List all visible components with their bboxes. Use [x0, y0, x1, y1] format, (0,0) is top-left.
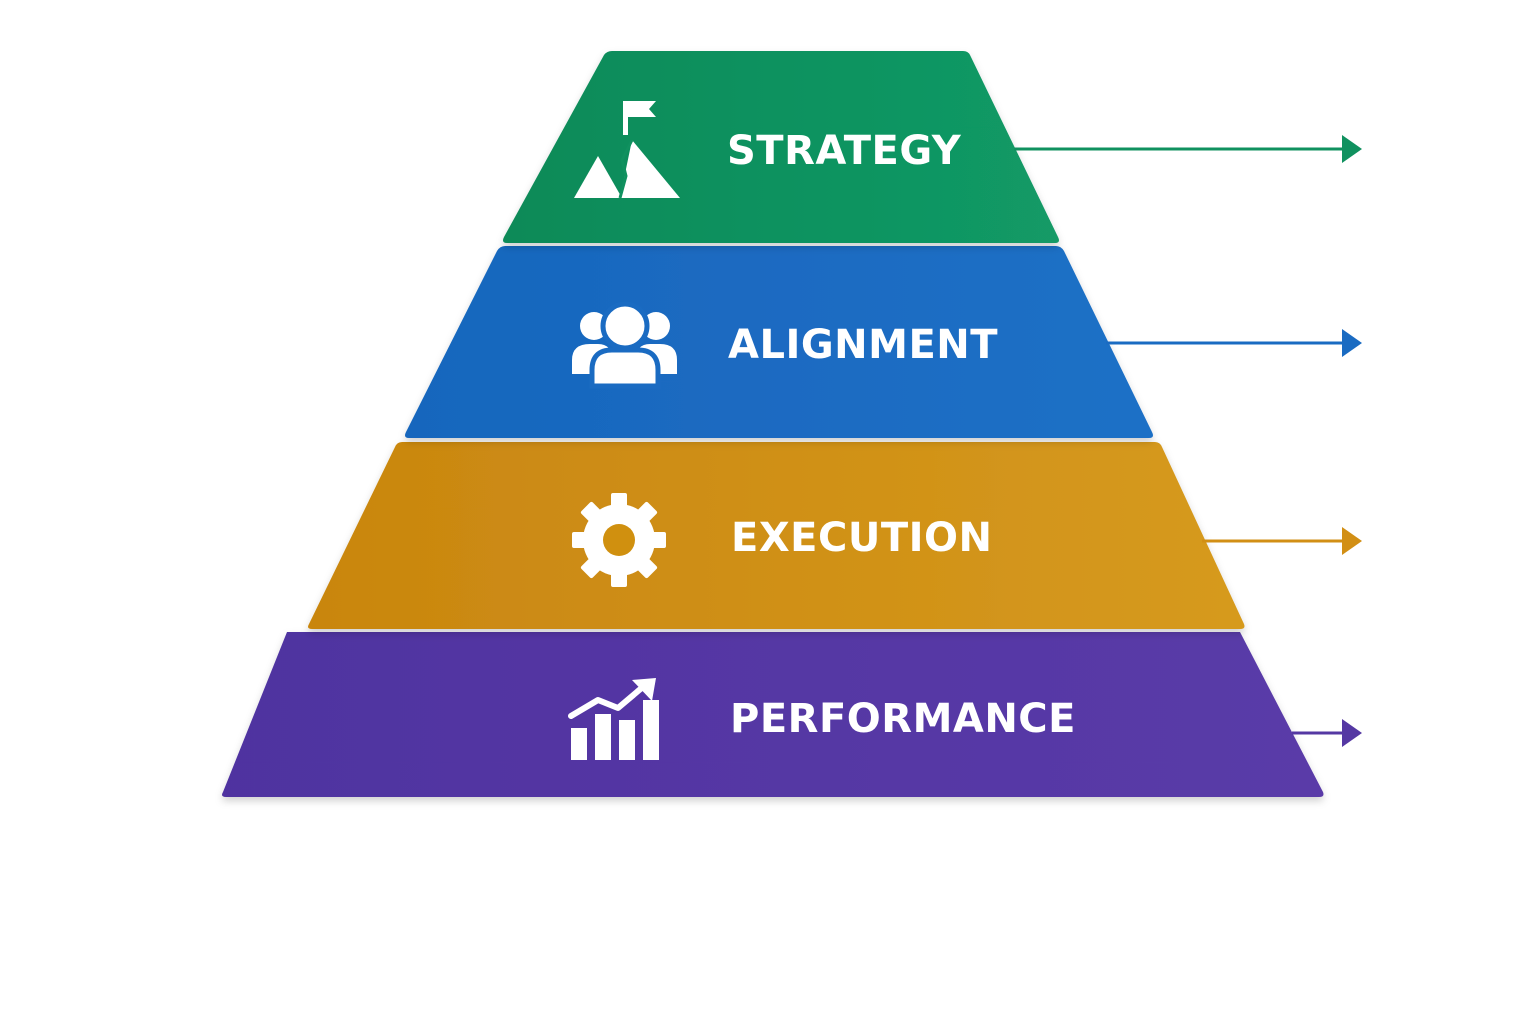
- team-group-icon: [572, 301, 677, 389]
- tier-label: EXECUTION: [731, 515, 992, 561]
- tier-performance: PERFORMANCE: [222, 632, 1362, 797]
- tier-label: PERFORMANCE: [730, 696, 1076, 742]
- tier-label: STRATEGY: [727, 128, 962, 174]
- gear-icon: [572, 493, 666, 587]
- tier-execution-band: [308, 442, 1245, 629]
- tier-alignment-band: [405, 246, 1153, 438]
- tier-alignment: ALIGNMENT: [405, 246, 1362, 438]
- growth-chart-icon: [568, 678, 659, 760]
- arrow-execution: [1202, 527, 1362, 555]
- arrow-performance: [1292, 719, 1362, 747]
- arrow-alignment: [1106, 329, 1362, 357]
- tier-execution: EXECUTION: [308, 442, 1362, 629]
- tier-label: ALIGNMENT: [728, 322, 998, 368]
- tier-strategy: STRATEGY: [503, 51, 1362, 243]
- tier-performance-band: [222, 632, 1324, 797]
- mountain-flag-icon: [574, 101, 680, 199]
- arrow-strategy: [1014, 135, 1362, 163]
